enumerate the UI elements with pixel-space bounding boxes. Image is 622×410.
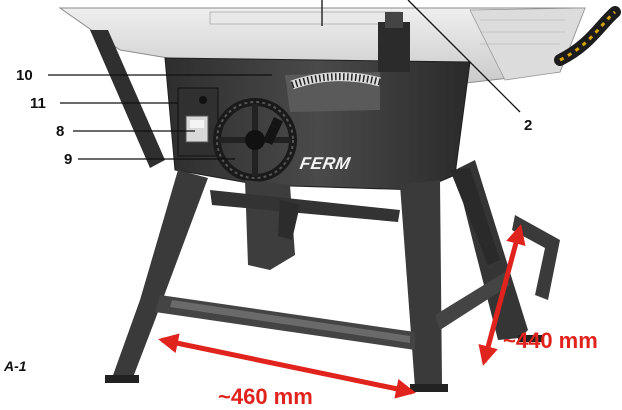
width-dimension-label: ~460 mm — [218, 384, 313, 409]
width-dimension-arrow — [158, 333, 416, 399]
brand-logo: FERM — [298, 154, 352, 173]
dust-hose — [554, 6, 621, 66]
figure-label: A-1 — [4, 358, 27, 374]
depth-dimension-label: ~440 mm — [503, 328, 598, 353]
callout-8: 8 — [56, 123, 65, 140]
callout-2: 2 — [524, 117, 533, 134]
callout-leaders — [48, 0, 521, 160]
callout-11: 11 — [30, 95, 46, 112]
switch-box — [177, 87, 219, 157]
callout-9: 9 — [64, 151, 73, 168]
callout-10: 10 — [16, 67, 33, 84]
depth-dimension-arrow — [478, 224, 526, 366]
height-handwheel — [213, 98, 297, 182]
